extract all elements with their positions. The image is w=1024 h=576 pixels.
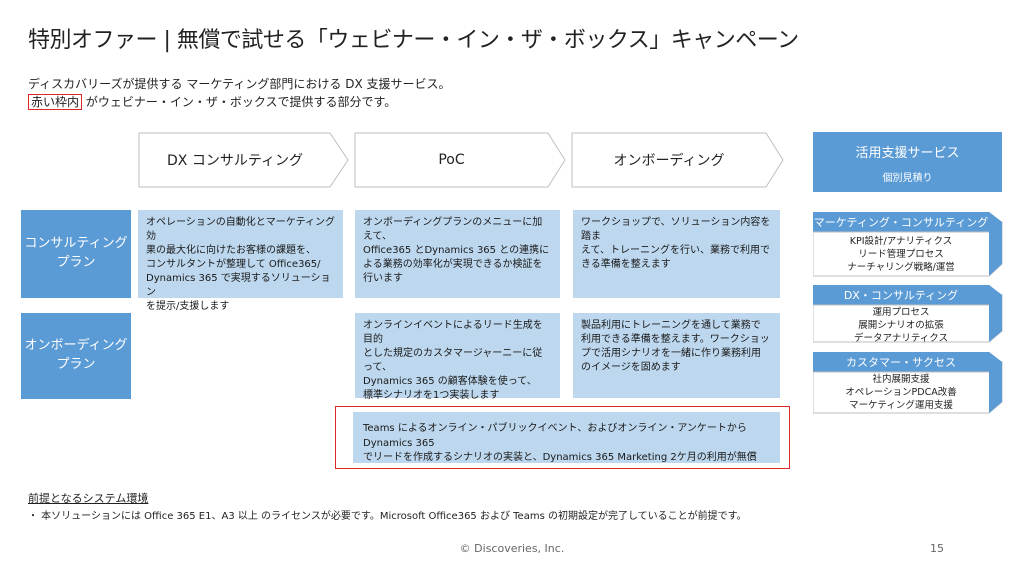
- service-body: KPI設計/アナリティクス リード管理プロセス ナーチャリング戦略/運営: [847, 236, 955, 273]
- plan-consulting: コンサルティング プラン: [21, 210, 131, 298]
- consulting-dx-cell: オペレーションの自動化とマーケティング効 果の最大化に向けたお客様の課題を、 コ…: [138, 210, 343, 312]
- service-card-shape: [813, 285, 1003, 343]
- footer-copyright: © Discoveries, Inc.: [459, 542, 565, 555]
- prerequisites-heading: 前提となるシステム環境: [28, 492, 149, 505]
- service-body: 社内展開支援 オペレーションPDCA改善 マーケティング運用支援: [845, 374, 957, 411]
- service-body: 運用プロセス 展開シナリオの拡張 データアナリティクス: [854, 307, 948, 344]
- webinar-in-a-box-frame: [335, 406, 790, 469]
- service-customer-success: カスタマー・サクセス 社内展開支援 オペレーションPDCA改善 マーケティング運…: [813, 352, 1003, 414]
- service-marketing-consulting: マーケティング・コンサルティング KPI設計/アナリティクス リード管理プロセス…: [813, 212, 1003, 277]
- chevron-shape: [354, 132, 566, 188]
- intro-line-2-rest: がウェビナー・イン・ザ・ボックスで提供する部分です。: [82, 95, 397, 109]
- intro-line-1: ディスカバリーズが提供する マーケティング部門における DX 支援サービス。: [28, 77, 451, 91]
- intro-line-2: 赤い枠内 がウェビナー・イン・ザ・ボックスで提供する部分です。: [28, 93, 396, 110]
- page-number: 15: [930, 542, 944, 555]
- webinar-in-a-box-offer: Teams によるオンライン・パブリックイベント、およびオンライン・アンケートか…: [353, 412, 780, 463]
- chevron-shape: [138, 132, 349, 188]
- service-dx-consulting: DX・コンサルティング 運用プロセス 展開シナリオの拡張 データアナリティクス: [813, 285, 1003, 344]
- phase-poc: PoC: [354, 132, 567, 188]
- consulting-onboarding-cell: ワークショップで、ソリューション内容を踏ま えて、トレーニングを行い、業務で利用…: [573, 210, 780, 298]
- service-title: カスタマー・サクセス: [846, 356, 956, 369]
- onboarding-onboarding-cell: 製品利用にトレーニングを通して業務で 利用できる準備を整えます。ワークショッ プ…: [573, 313, 780, 398]
- service-card-shape: [813, 352, 1003, 414]
- phase-dx-consulting: DX コンサルティング: [138, 132, 350, 188]
- services-header: 活用支援サービス 個別見積り: [813, 132, 1002, 192]
- phase-label: オンボーディング: [613, 153, 725, 169]
- consulting-poc-cell: オンボーディングプランのメニューに加えて、 Office365 とDynamic…: [355, 210, 560, 298]
- phase-label: DX コンサルティング: [167, 153, 303, 169]
- prerequisites-text: ・ 本ソリューションには Office 365 E1、A3 以上 のライセンスが…: [28, 511, 747, 522]
- intro-red-box-label: 赤い枠内: [28, 94, 83, 110]
- plan-onboarding: オンボーディング プラン: [21, 313, 131, 399]
- onboarding-poc-cell: オンラインイベントによるリード生成を目的 とした規定のカスタマージャーニーに従っ…: [355, 313, 560, 401]
- chevron-shape: [571, 132, 784, 188]
- phase-label: PoC: [438, 152, 465, 168]
- services-subtitle: 個別見積り: [882, 173, 933, 184]
- phase-onboarding: オンボーディング: [571, 132, 785, 188]
- service-title: マーケティング・コンサルティング: [813, 216, 989, 229]
- service-title: DX・コンサルティング: [843, 289, 959, 302]
- services-title: 活用支援サービス: [855, 146, 960, 161]
- page-title: 特別オファー | 無償で試せる「ウェビナー・イン・ザ・ボックス」キャンペーン: [28, 28, 799, 53]
- service-card-shape: [813, 212, 1003, 277]
